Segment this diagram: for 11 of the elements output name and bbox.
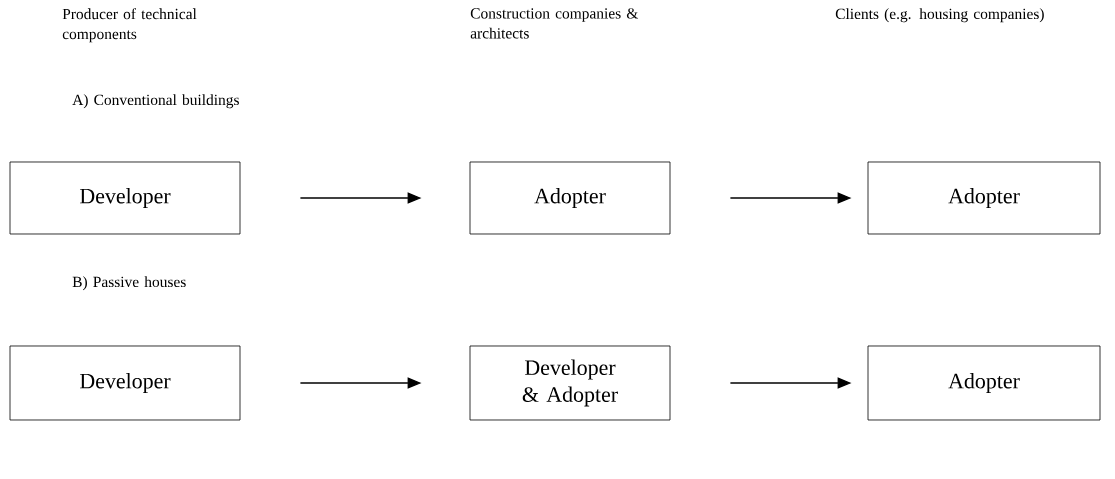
box: Developer: [9, 161, 241, 235]
label-text: Construction companies & architects: [470, 8, 639, 39]
label-text: B) Passive houses: [72, 276, 186, 291]
label-text: A) Conventional buildings: [72, 94, 239, 109]
box: Developer & Adopter: [469, 345, 671, 421]
label-text: Clients (e.g. housing companies): [835, 8, 1044, 23]
label-text: Producer of technical components: [62, 8, 197, 43]
box: Adopter: [867, 161, 1101, 235]
box: Developer: [9, 345, 241, 421]
box: Adopter: [469, 161, 671, 235]
box: Adopter: [867, 345, 1101, 421]
